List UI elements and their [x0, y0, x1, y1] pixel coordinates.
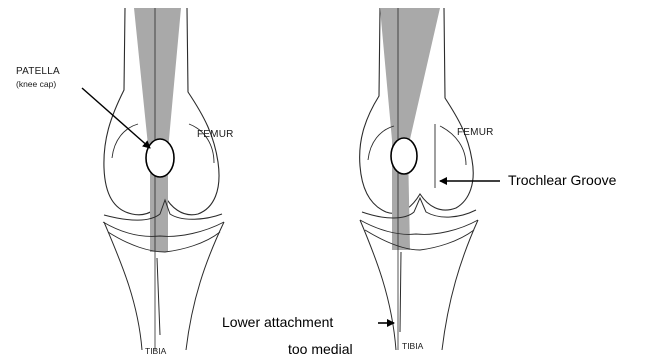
tibia-label-right: TIBIA [402, 341, 423, 351]
femur-label-left: FEMUR [197, 129, 234, 140]
tibial-plateau-right [360, 220, 478, 250]
patella-right [391, 138, 417, 174]
too-medial-label: too medial [288, 341, 353, 357]
tibia-label-left: TIBIA [145, 346, 166, 356]
quadriceps-line-right [380, 8, 440, 250]
femur-label-right: FEMUR [457, 127, 494, 138]
knee-cap-label: (knee cap) [16, 79, 56, 89]
patella-left [146, 139, 174, 177]
lower-attachment-label: Lower attachment [222, 314, 333, 330]
malaligned-knee [360, 8, 500, 350]
patella-pointer-arrow [82, 88, 150, 148]
tibia-shaft-right [360, 220, 478, 350]
trochlear-groove-label: Trochlear Groove [508, 172, 616, 188]
normal-knee [82, 8, 224, 350]
patella-label: PATELLA [16, 66, 60, 77]
